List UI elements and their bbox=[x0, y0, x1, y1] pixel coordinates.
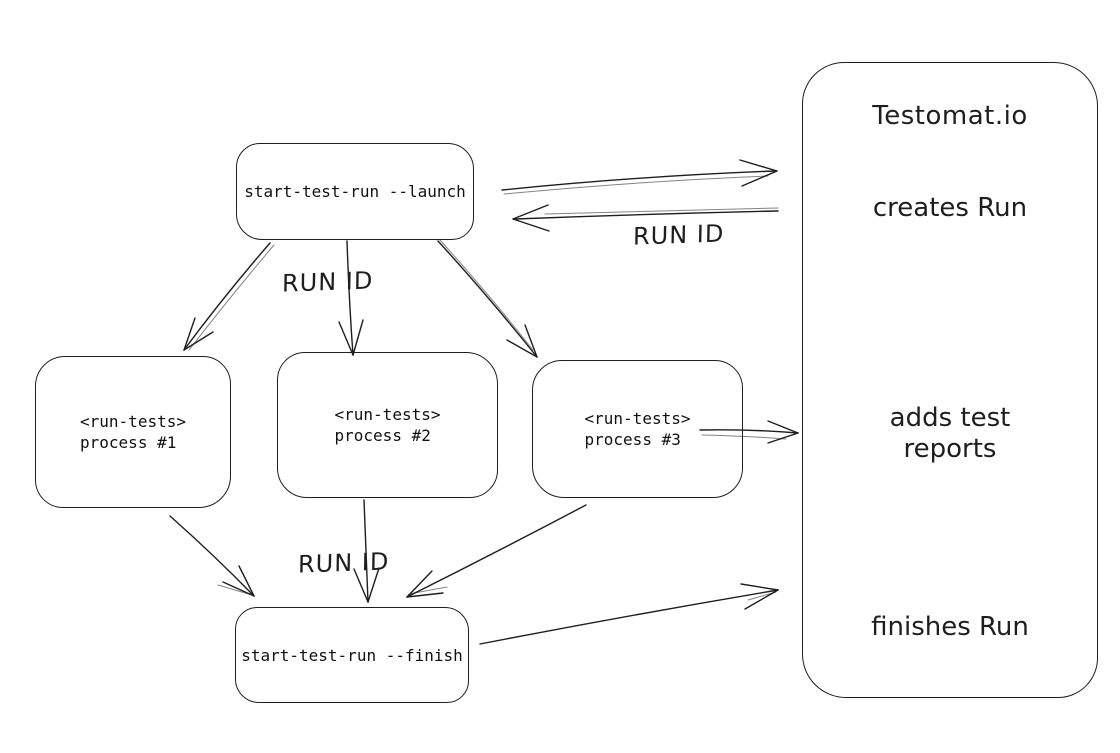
arrow-finish-to-testomat bbox=[479, 583, 779, 645]
launch-label: start-test-run --launch bbox=[244, 182, 466, 201]
process-3-label-line1: <run-tests> bbox=[584, 409, 691, 428]
arrow-process2-to-finish bbox=[353, 499, 380, 603]
testomat-step-creates-run: creates Run bbox=[872, 193, 1028, 223]
testomat-step-finishes-run: finishes Run bbox=[871, 612, 1029, 642]
arrow-testomat-to-launch bbox=[512, 204, 779, 232]
node-start-test-run-launch: start-test-run --launch bbox=[236, 143, 474, 240]
arrow-launch-to-process2 bbox=[338, 240, 364, 356]
arrow-process3-to-testomat bbox=[699, 420, 799, 444]
testomat-adds-line1: adds test bbox=[889, 403, 1011, 433]
node-run-tests-process-2: <run-tests> process #2 bbox=[277, 352, 498, 498]
process-1-label: <run-tests> process #1 bbox=[80, 411, 186, 453]
process-2-label: <run-tests> process #2 bbox=[335, 404, 441, 446]
arrow-launch-to-testomat bbox=[501, 159, 778, 195]
process-1-label-line2: process #1 bbox=[80, 433, 177, 452]
finish-label: start-test-run --finish bbox=[241, 645, 463, 665]
node-run-tests-process-3: <run-tests> process #3 bbox=[532, 360, 743, 498]
process-1-label-line1: <run-tests> bbox=[80, 412, 186, 431]
node-start-test-run-finish: start-test-run --finish bbox=[235, 607, 469, 703]
testomat-step-adds-test-reports: adds test reports bbox=[803, 403, 1097, 465]
edge-label-run-id-collect: RUN ID bbox=[297, 547, 390, 579]
process-3-label: <run-tests> process #3 bbox=[585, 408, 691, 450]
process-3-label-line2: process #3 bbox=[584, 430, 681, 449]
arrow-launch-to-process3 bbox=[437, 239, 538, 358]
arrow-launch-to-process1 bbox=[183, 242, 275, 351]
process-2-label-line2: process #2 bbox=[334, 426, 431, 445]
arrow-process3-to-finish bbox=[406, 504, 587, 598]
process-2-label-line1: <run-tests> bbox=[334, 405, 441, 424]
node-run-tests-process-1: <run-tests> process #1 bbox=[35, 356, 231, 508]
testomat-adds-line2: reports bbox=[903, 434, 997, 464]
edge-label-run-id-fanout: RUN ID bbox=[281, 266, 374, 298]
node-testomat-io: Testomat.io creates Run adds test report… bbox=[802, 62, 1098, 698]
testomat-title: Testomat.io bbox=[872, 101, 1028, 131]
arrow-process1-to-finish bbox=[169, 515, 255, 597]
edge-label-run-id-return: RUN ID bbox=[632, 219, 725, 251]
